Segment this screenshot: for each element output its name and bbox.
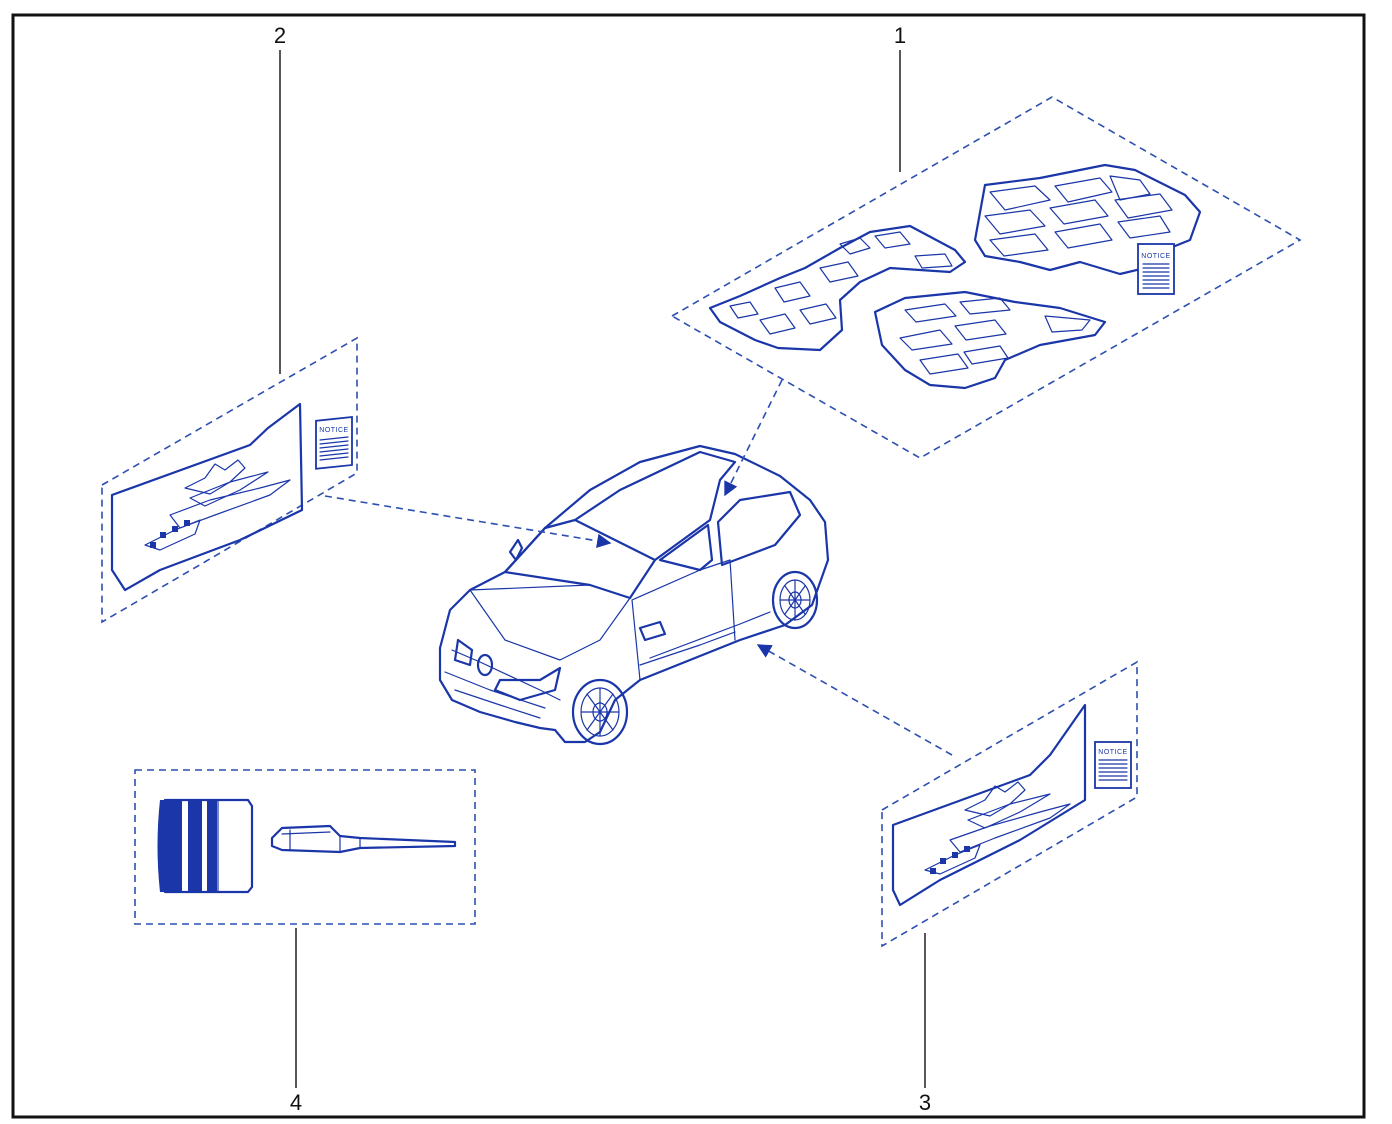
notice-booklet-icon: NOTICE	[1094, 741, 1132, 789]
callout-number-4: 4	[290, 1090, 302, 1115]
diagram-frame	[11, 13, 1366, 1119]
applicator-kit-icon[interactable]	[134, 769, 476, 925]
door-sill-plate-icon	[891, 703, 1087, 907]
callout-number-1: 1	[894, 23, 906, 48]
callout-2[interactable]: 2	[274, 23, 286, 374]
tape-roll	[157, 798, 254, 894]
applicator-tool	[270, 824, 457, 854]
door-sill-plate-right[interactable]: NOTICE	[881, 660, 1138, 948]
passenger-mat	[873, 290, 1107, 390]
floor-mats-icon[interactable]: NOTICE	[670, 96, 1302, 459]
svg-text:NOTICE: NOTICE	[1098, 749, 1127, 756]
svg-text:NOTICE: NOTICE	[1141, 253, 1170, 260]
callout-4[interactable]: 4	[290, 928, 302, 1115]
rear-wheel	[771, 570, 819, 630]
arrow-part-2-to-car	[324, 495, 612, 548]
arrow-part-1-to-car	[724, 379, 783, 497]
callout-number-3: 3	[919, 1090, 931, 1115]
door-sill-plate-icon	[110, 402, 304, 592]
driver-mat	[708, 224, 967, 352]
callout-3[interactable]: 3	[919, 933, 931, 1115]
svg-text:NOTICE: NOTICE	[319, 427, 348, 434]
part-2-dashed-zone	[101, 336, 358, 624]
callout-1[interactable]: 1	[894, 23, 906, 172]
arrow-part-3-to-car	[756, 644, 953, 756]
callout-number-2: 2	[274, 23, 286, 48]
part-4-dashed-zone	[134, 769, 476, 925]
part-3-dashed-zone	[881, 660, 1138, 948]
part-1-dashed-zone	[670, 96, 1302, 459]
front-wheel	[571, 678, 629, 746]
notice-booklet-icon: NOTICE	[315, 416, 353, 470]
hatchback-car-icon	[438, 444, 830, 746]
door-sill-plate-left[interactable]: NOTICE	[101, 336, 358, 624]
notice-booklet-icon: NOTICE	[1137, 243, 1175, 295]
